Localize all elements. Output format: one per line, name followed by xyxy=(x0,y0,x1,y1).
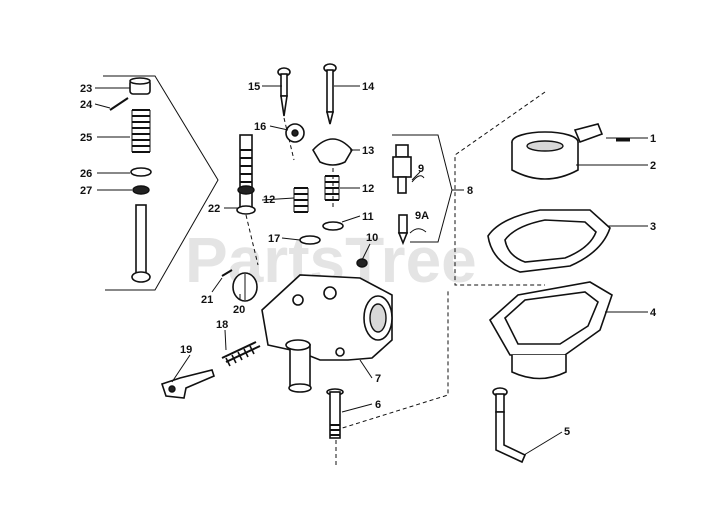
callout-4: 4 xyxy=(650,307,657,319)
callout-15: 15 xyxy=(248,81,260,93)
spring-12a xyxy=(293,187,309,213)
callout-26: 26 xyxy=(80,168,92,180)
callout-18: 18 xyxy=(216,319,228,331)
callout-3: 3 xyxy=(650,221,656,233)
gear-16 xyxy=(285,123,305,143)
callout-1: 1 xyxy=(650,133,656,145)
callout-8: 8 xyxy=(467,185,473,197)
spring-18 xyxy=(221,341,261,367)
part-10 xyxy=(356,258,368,268)
drain-valve-5 xyxy=(492,387,527,464)
callout-22: 22 xyxy=(208,203,220,215)
callout-9a: 9A xyxy=(415,210,429,222)
idle-needle-assembly xyxy=(103,75,219,291)
callout-13: 13 xyxy=(362,145,374,157)
spring-12b xyxy=(324,175,340,201)
callout-7: 7 xyxy=(375,373,381,385)
idle-mixture-needle-22 xyxy=(236,134,259,266)
screw-21 xyxy=(221,269,233,277)
main-jet-6 xyxy=(326,388,344,439)
screw-14 xyxy=(323,63,337,125)
callout-19: 19 xyxy=(180,344,192,356)
callout-labels: 1 2 3 4 5 6 7 8 9 9A 10 11 12 12 13 14 1… xyxy=(80,81,657,438)
callout-16: 16 xyxy=(254,121,266,133)
gasket-3 xyxy=(487,209,611,273)
callout-27: 27 xyxy=(80,185,92,197)
callout-11: 11 xyxy=(362,211,374,223)
screw-15 xyxy=(277,67,295,161)
float-bowl-4 xyxy=(488,281,613,380)
throttle-plate-20 xyxy=(232,272,258,302)
callout-24: 24 xyxy=(80,99,93,111)
spring-25 xyxy=(131,109,151,153)
callout-10: 10 xyxy=(366,232,378,244)
callout-6: 6 xyxy=(375,399,381,411)
washer-17 xyxy=(299,235,321,245)
callout-12b: 12 xyxy=(362,183,374,195)
callout-5: 5 xyxy=(564,426,570,438)
carburetor-body-7 xyxy=(261,274,393,393)
callout-20: 20 xyxy=(233,304,245,316)
float-2 xyxy=(511,123,604,180)
callout-25: 25 xyxy=(80,132,92,144)
callout-2: 2 xyxy=(650,160,656,172)
washer-11 xyxy=(322,221,344,231)
callout-23: 23 xyxy=(80,83,92,95)
leader-lines xyxy=(94,85,648,456)
throttle-lever-19 xyxy=(160,369,215,399)
callout-14: 14 xyxy=(362,81,375,93)
callout-17: 17 xyxy=(268,233,280,245)
callout-21: 21 xyxy=(201,294,213,306)
callout-9: 9 xyxy=(418,163,424,175)
callout-12a: 12 xyxy=(263,194,275,206)
